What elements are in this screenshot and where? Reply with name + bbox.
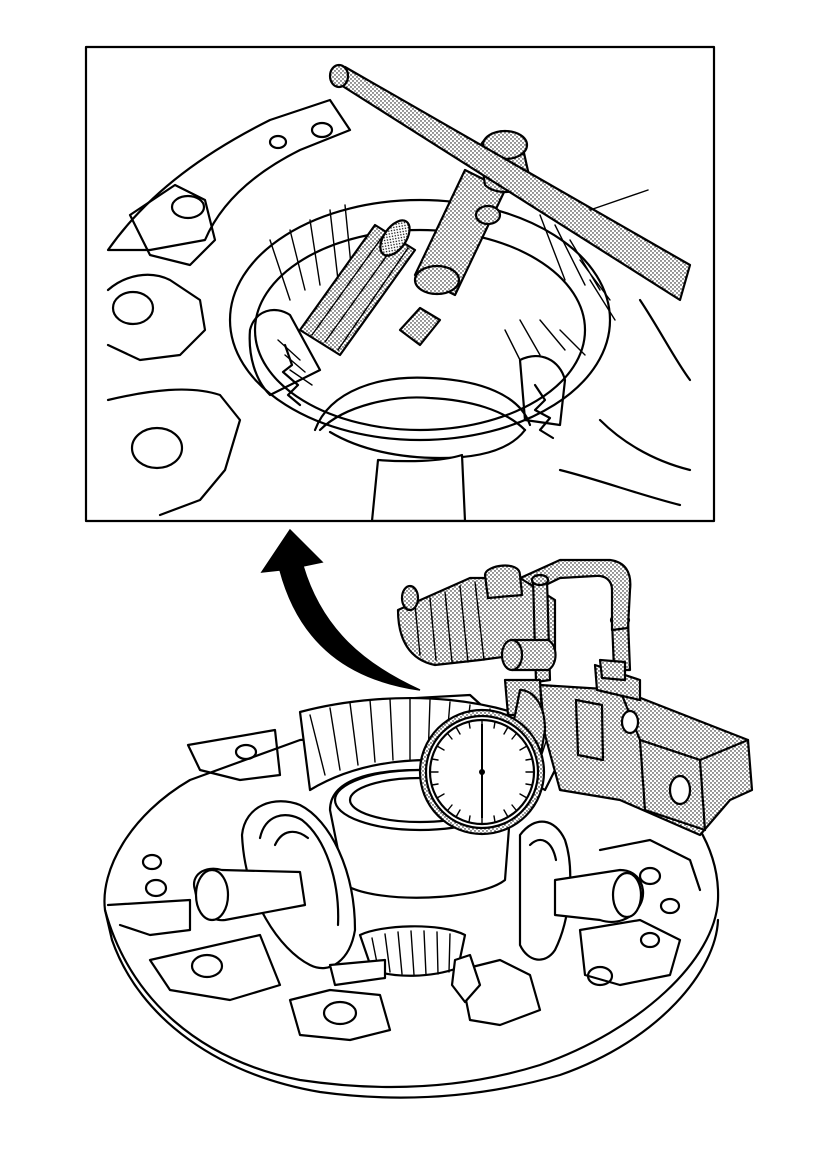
inset-frame xyxy=(84,45,716,523)
detail-inset xyxy=(84,45,716,523)
inset-close-up-view xyxy=(106,63,692,521)
dial-indicator xyxy=(396,558,754,837)
curved-arrow-icon xyxy=(260,528,421,691)
